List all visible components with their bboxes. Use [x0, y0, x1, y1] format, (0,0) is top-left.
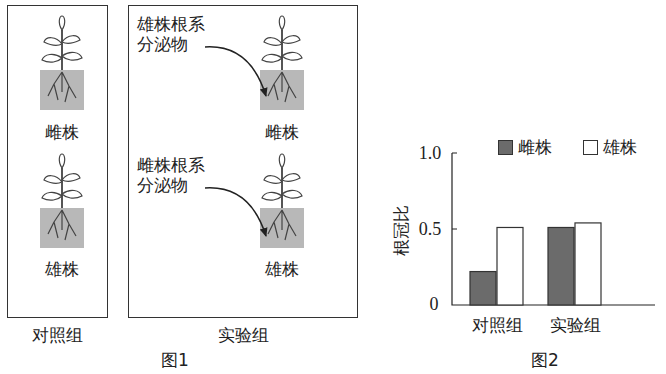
plant — [260, 16, 304, 110]
bars — [470, 223, 601, 305]
tick-label: 1.0 — [419, 143, 442, 164]
legend-label: 雄株 — [603, 138, 637, 158]
axis-title: 根冠比 — [392, 205, 412, 256]
group-title: 实验组 — [129, 326, 357, 345]
figure-number: 图1 — [161, 351, 189, 371]
plant-label: 雄株 — [265, 260, 299, 280]
category-label: 实验组 — [550, 316, 601, 336]
plant-label: 雌株 — [45, 123, 79, 143]
plant-label: 雌株 — [265, 123, 299, 143]
secretion-label: 雌株根系分泌物 — [137, 156, 207, 195]
axis — [452, 153, 655, 305]
legend-swatch — [498, 140, 513, 155]
group-title: 对照组 — [8, 326, 107, 345]
bar — [497, 227, 523, 305]
figure-number: 图2 — [531, 351, 559, 371]
legend-label: 雌株 — [518, 138, 552, 158]
secretion-label: 雄株根系分泌物 — [137, 15, 207, 54]
bar — [470, 272, 496, 305]
plant — [40, 154, 84, 248]
plant — [40, 16, 84, 110]
bar — [548, 227, 574, 305]
category-label: 对照组 — [472, 316, 523, 336]
tick-label: 0 — [430, 294, 439, 315]
tick — [452, 153, 457, 229]
tick-label: 0.5 — [419, 219, 442, 240]
arrow — [205, 188, 266, 236]
bar — [575, 223, 601, 305]
legend-swatch — [583, 140, 598, 155]
plant — [260, 154, 304, 248]
plant-label: 雄株 — [45, 260, 79, 280]
arrow — [205, 47, 266, 96]
